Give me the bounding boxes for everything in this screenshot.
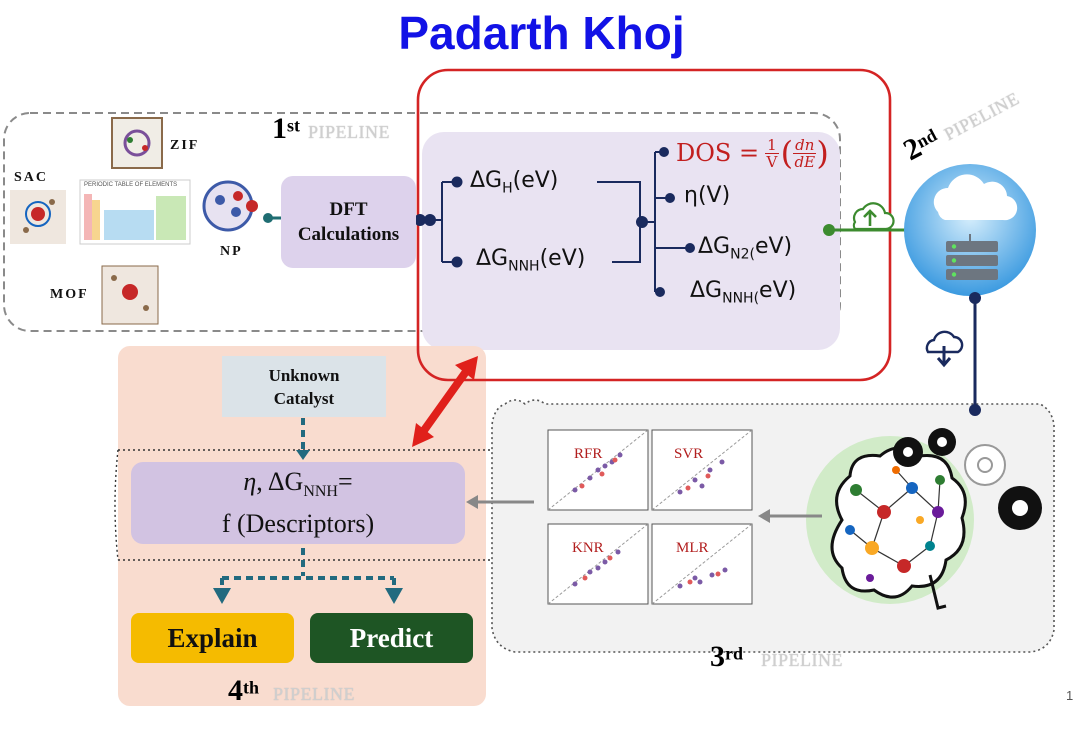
pipeline3-label: 3rd PIPELINE (710, 640, 843, 673)
explain-button[interactable]: Explain (131, 613, 294, 663)
pipeline4-label: 4th PIPELINE (228, 674, 356, 707)
ml-model-rfr: RFR (574, 446, 603, 462)
brain-icon (830, 446, 967, 610)
pipeline1-label: 1st PIPELINE (272, 112, 390, 145)
sac-structure-image (10, 190, 66, 244)
cloud-icon (933, 174, 1018, 221)
descriptor-formula-box: η, ΔGNNH= f (Descriptors) (131, 462, 465, 544)
zif-structure-image (111, 117, 163, 169)
periodic-table-image (79, 179, 191, 245)
ml-model-svr: SVR (674, 446, 704, 462)
zif-label: ZIF (170, 138, 200, 153)
delta-g-nnh: ΔGNNH(eV) (476, 246, 586, 275)
sac-label: SAC (14, 170, 49, 185)
delta-g-n2: ΔGN2(eV) (698, 234, 793, 263)
np-structure-image (202, 180, 258, 232)
ml-model-mlr: MLR (676, 540, 709, 556)
delta-g-nnh-2: ΔGNNH(eV) (690, 278, 797, 307)
ml-plots (547, 429, 753, 605)
mof-label: MOF (50, 287, 89, 302)
eta-v: η(V) (684, 183, 731, 208)
unknown-catalyst-box: Unknown Catalyst (222, 356, 386, 417)
cloud-upload-icon (852, 202, 895, 231)
dft-calculations-box: DFT Calculations (281, 176, 416, 268)
gears-icon (893, 428, 1042, 530)
np-label: NP (220, 244, 243, 259)
predict-button[interactable]: Predict (310, 613, 473, 663)
cloud-download-icon (925, 330, 964, 368)
parameter-panel (422, 132, 840, 350)
mof-structure-image (101, 265, 159, 325)
server-icon (946, 234, 998, 280)
page-number: 1 (1066, 688, 1074, 703)
ml-model-knr: KNR (572, 540, 604, 556)
periodic-table-title: PERIODIC TABLE OF ELEMENTS (84, 182, 178, 188)
pipeline1-region (3, 112, 841, 332)
bidirectional-arrow (412, 356, 478, 447)
page-title: Padarth Khoj (398, 7, 685, 59)
delta-g-h: ΔGH(eV) (470, 168, 559, 197)
